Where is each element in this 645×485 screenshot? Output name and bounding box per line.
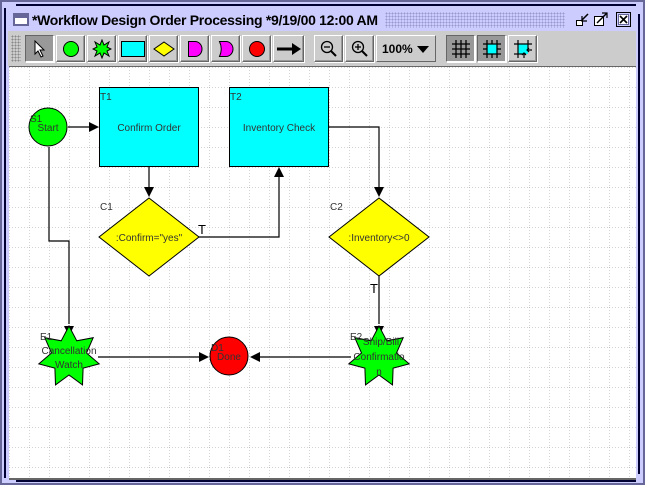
or-join-tool-button[interactable] [211,35,240,62]
arrowhead [374,187,384,197]
close-icon[interactable] [616,12,632,27]
node-id: E2 [350,332,363,343]
frame-border [16,480,636,482]
node-label: :Inventory<>0 [348,233,410,244]
arrowhead [199,352,209,362]
select-tool-button[interactable] [25,35,54,62]
arrowhead [144,187,154,197]
grid-cell-icon [482,39,501,58]
green-star-icon [91,38,112,59]
grid-fill-button[interactable] [477,35,506,62]
node-condition-confirm[interactable]: C1 :Confirm="yes" [98,197,200,277]
node-id: C1 [100,202,113,213]
snap-grid-icon [513,39,532,58]
node-label: :Confirm="yes" [116,233,183,244]
arrowhead [89,122,99,132]
node-id: S1 [30,114,43,125]
node-id: D1 [211,343,224,354]
workflow-diagram[interactable]: T T S1 Start T1 Confirm Order T2 Invento… [9,67,636,479]
start-node-tool-button[interactable] [56,35,85,62]
frame-border [638,14,640,474]
canvas-border [9,478,636,480]
grid-icon [451,39,470,58]
zoom-in-button[interactable] [345,35,374,62]
zoom-out-button[interactable] [314,35,343,62]
minimize-icon[interactable] [575,12,591,27]
node-label: n [376,367,382,378]
arrow-pointer-icon [34,39,45,58]
node-label: Confirmatio [353,352,405,363]
zoom-level-select[interactable]: 100% [376,35,436,62]
node-id: T2 [230,92,242,103]
node-event-cancellation-watch[interactable]: E1 Cancellation Watch [37,324,101,386]
cyan-rectangle-icon [120,40,145,57]
red-circle-icon [248,40,265,57]
edge-label-c2-true: T [370,281,378,296]
toolbar: 100% [8,31,636,66]
and-join-tool-button[interactable] [180,35,209,62]
zoom-out-icon [320,40,337,57]
node-label: Ship/Bill [363,337,399,348]
snap-to-grid-button[interactable] [508,35,537,62]
arrow-right-icon [276,42,301,55]
node-label: Cancellation [41,346,96,357]
green-circle-icon [62,40,79,57]
frame-border [16,4,636,6]
frame-border [4,8,6,478]
maximize-icon[interactable] [593,12,609,27]
edge-t2-to-c2[interactable] [329,126,380,190]
node-start[interactable]: S1 Start [28,107,68,147]
zoom-in-icon [351,40,368,57]
node-id: C2 [330,202,343,213]
node-end-done[interactable]: D1 Done [209,336,249,376]
zoom-level-value: 100% [382,42,413,56]
node-label: Start [37,123,58,134]
magenta-notched-d-icon [218,40,233,57]
task-node-tool-button[interactable] [118,35,147,62]
node-task-inventory-check[interactable]: T2 Inventory Check [229,87,329,167]
title-bar-texture [385,12,565,28]
node-label: Confirm Order [117,123,181,134]
arrowhead [250,352,260,362]
connector-tool-button[interactable] [273,35,304,62]
magenta-d-shape-icon [187,40,202,57]
show-grid-button[interactable] [446,35,475,62]
node-task-confirm-order[interactable]: T1 Confirm Order [99,87,199,167]
title-bar[interactable]: *Workflow Design Order Processing *9/19/… [8,9,636,31]
edge-c1-to-t2[interactable] [198,174,280,238]
condition-node-tool-button[interactable] [149,35,178,62]
node-label: Done [217,352,241,363]
node-condition-inventory[interactable]: C2 :Inventory<>0 [328,197,430,277]
edge-start-to-e1[interactable] [48,147,70,324]
arrowhead [274,167,284,177]
end-node-tool-button[interactable] [242,35,271,62]
node-label: Inventory Check [243,123,316,134]
node-id: E1 [40,332,53,343]
toolbar-grip[interactable] [11,35,21,62]
event-node-tool-button[interactable] [87,35,116,62]
node-label: Watch [55,360,83,371]
chevron-down-icon [417,46,429,53]
yellow-diamond-icon [152,40,175,57]
node-id: T1 [100,92,112,103]
node-event-ship-bill-confirmation[interactable]: E2 Ship/Bill Confirmatio n [347,324,411,386]
diagram-canvas[interactable]: T T S1 Start T1 Confirm Order T2 Invento… [9,66,636,479]
window-title: *Workflow Design Order Processing *9/19/… [32,12,381,28]
window-icon[interactable] [13,13,29,26]
edge-label-c1-true: T [198,222,206,237]
